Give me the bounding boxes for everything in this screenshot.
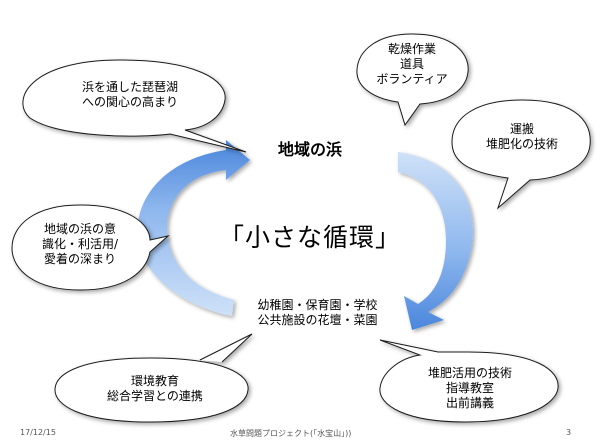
bubble-line: ボランティア (376, 72, 448, 86)
footer-project: 水草問題プロジェクト(「水宝山」)) (230, 429, 352, 438)
bubble-top-right (356, 33, 469, 127)
bubble-line: 指導教室 (445, 381, 494, 395)
cycle-arrow-right (398, 152, 473, 330)
bubble-line: 地域の浜の意 (43, 222, 116, 236)
bubble-line: 乾燥作業 (387, 42, 436, 56)
bubble-bottom-left-text: 環境教育 総合学習との連携 (75, 374, 235, 404)
bubble-line: 道具 (399, 57, 424, 71)
bubble-line: 環境教育 (130, 374, 179, 388)
cycle-arrow-left (137, 140, 250, 316)
bubble-left-text: 地域の浜の意 識化・利活用/ 愛着の深まり (18, 222, 142, 267)
bubble-line: 愛着の深まり (43, 252, 116, 266)
bubble-bottom-left (54, 333, 253, 423)
bubble-line: 浜を通した琵琶湖 (81, 80, 178, 94)
bubble-left (11, 204, 170, 291)
bubble-line: 運搬 (509, 122, 534, 136)
bubble-line: 識化・利活用/ (41, 237, 119, 251)
bubble-top-left (22, 59, 247, 153)
bubble-line: 総合学習との連携 (107, 389, 203, 403)
bubble-top-right-text: 乾燥作業 道具 ボランティア (362, 42, 462, 87)
bubble-line: への関心の高まり (81, 95, 178, 109)
bubble-line: 堆肥化の技術 (485, 137, 558, 151)
center-bottom-line: 公共施設の花壇・菜園 (257, 313, 378, 327)
center-bottom-label: 幼稚園・保育園・学校 公共施設の花壇・菜園 (235, 298, 400, 328)
center-bottom-line: 幼稚園・保育園・学校 (257, 298, 378, 312)
bubble-line: 堆肥活用の技術 (427, 366, 512, 380)
bubble-right (451, 99, 591, 210)
bubble-right-text: 運搬 堆肥化の技術 (462, 122, 582, 152)
bubble-bottom-right (379, 339, 559, 423)
footer-date: 17/12/15 (20, 428, 56, 437)
bubble-line: 出前講義 (445, 396, 494, 410)
bubble-bottom-right-text: 堆肥活用の技術 指導教室 出前講義 (400, 366, 540, 411)
center-top-label: 地域の浜 (277, 140, 342, 159)
footer-page-number: 3 (566, 428, 572, 437)
center-title: 「小さな循環」 (218, 223, 401, 252)
bubble-top-left-text: 浜を通した琵琶湖 への関心の高まり (45, 80, 215, 110)
